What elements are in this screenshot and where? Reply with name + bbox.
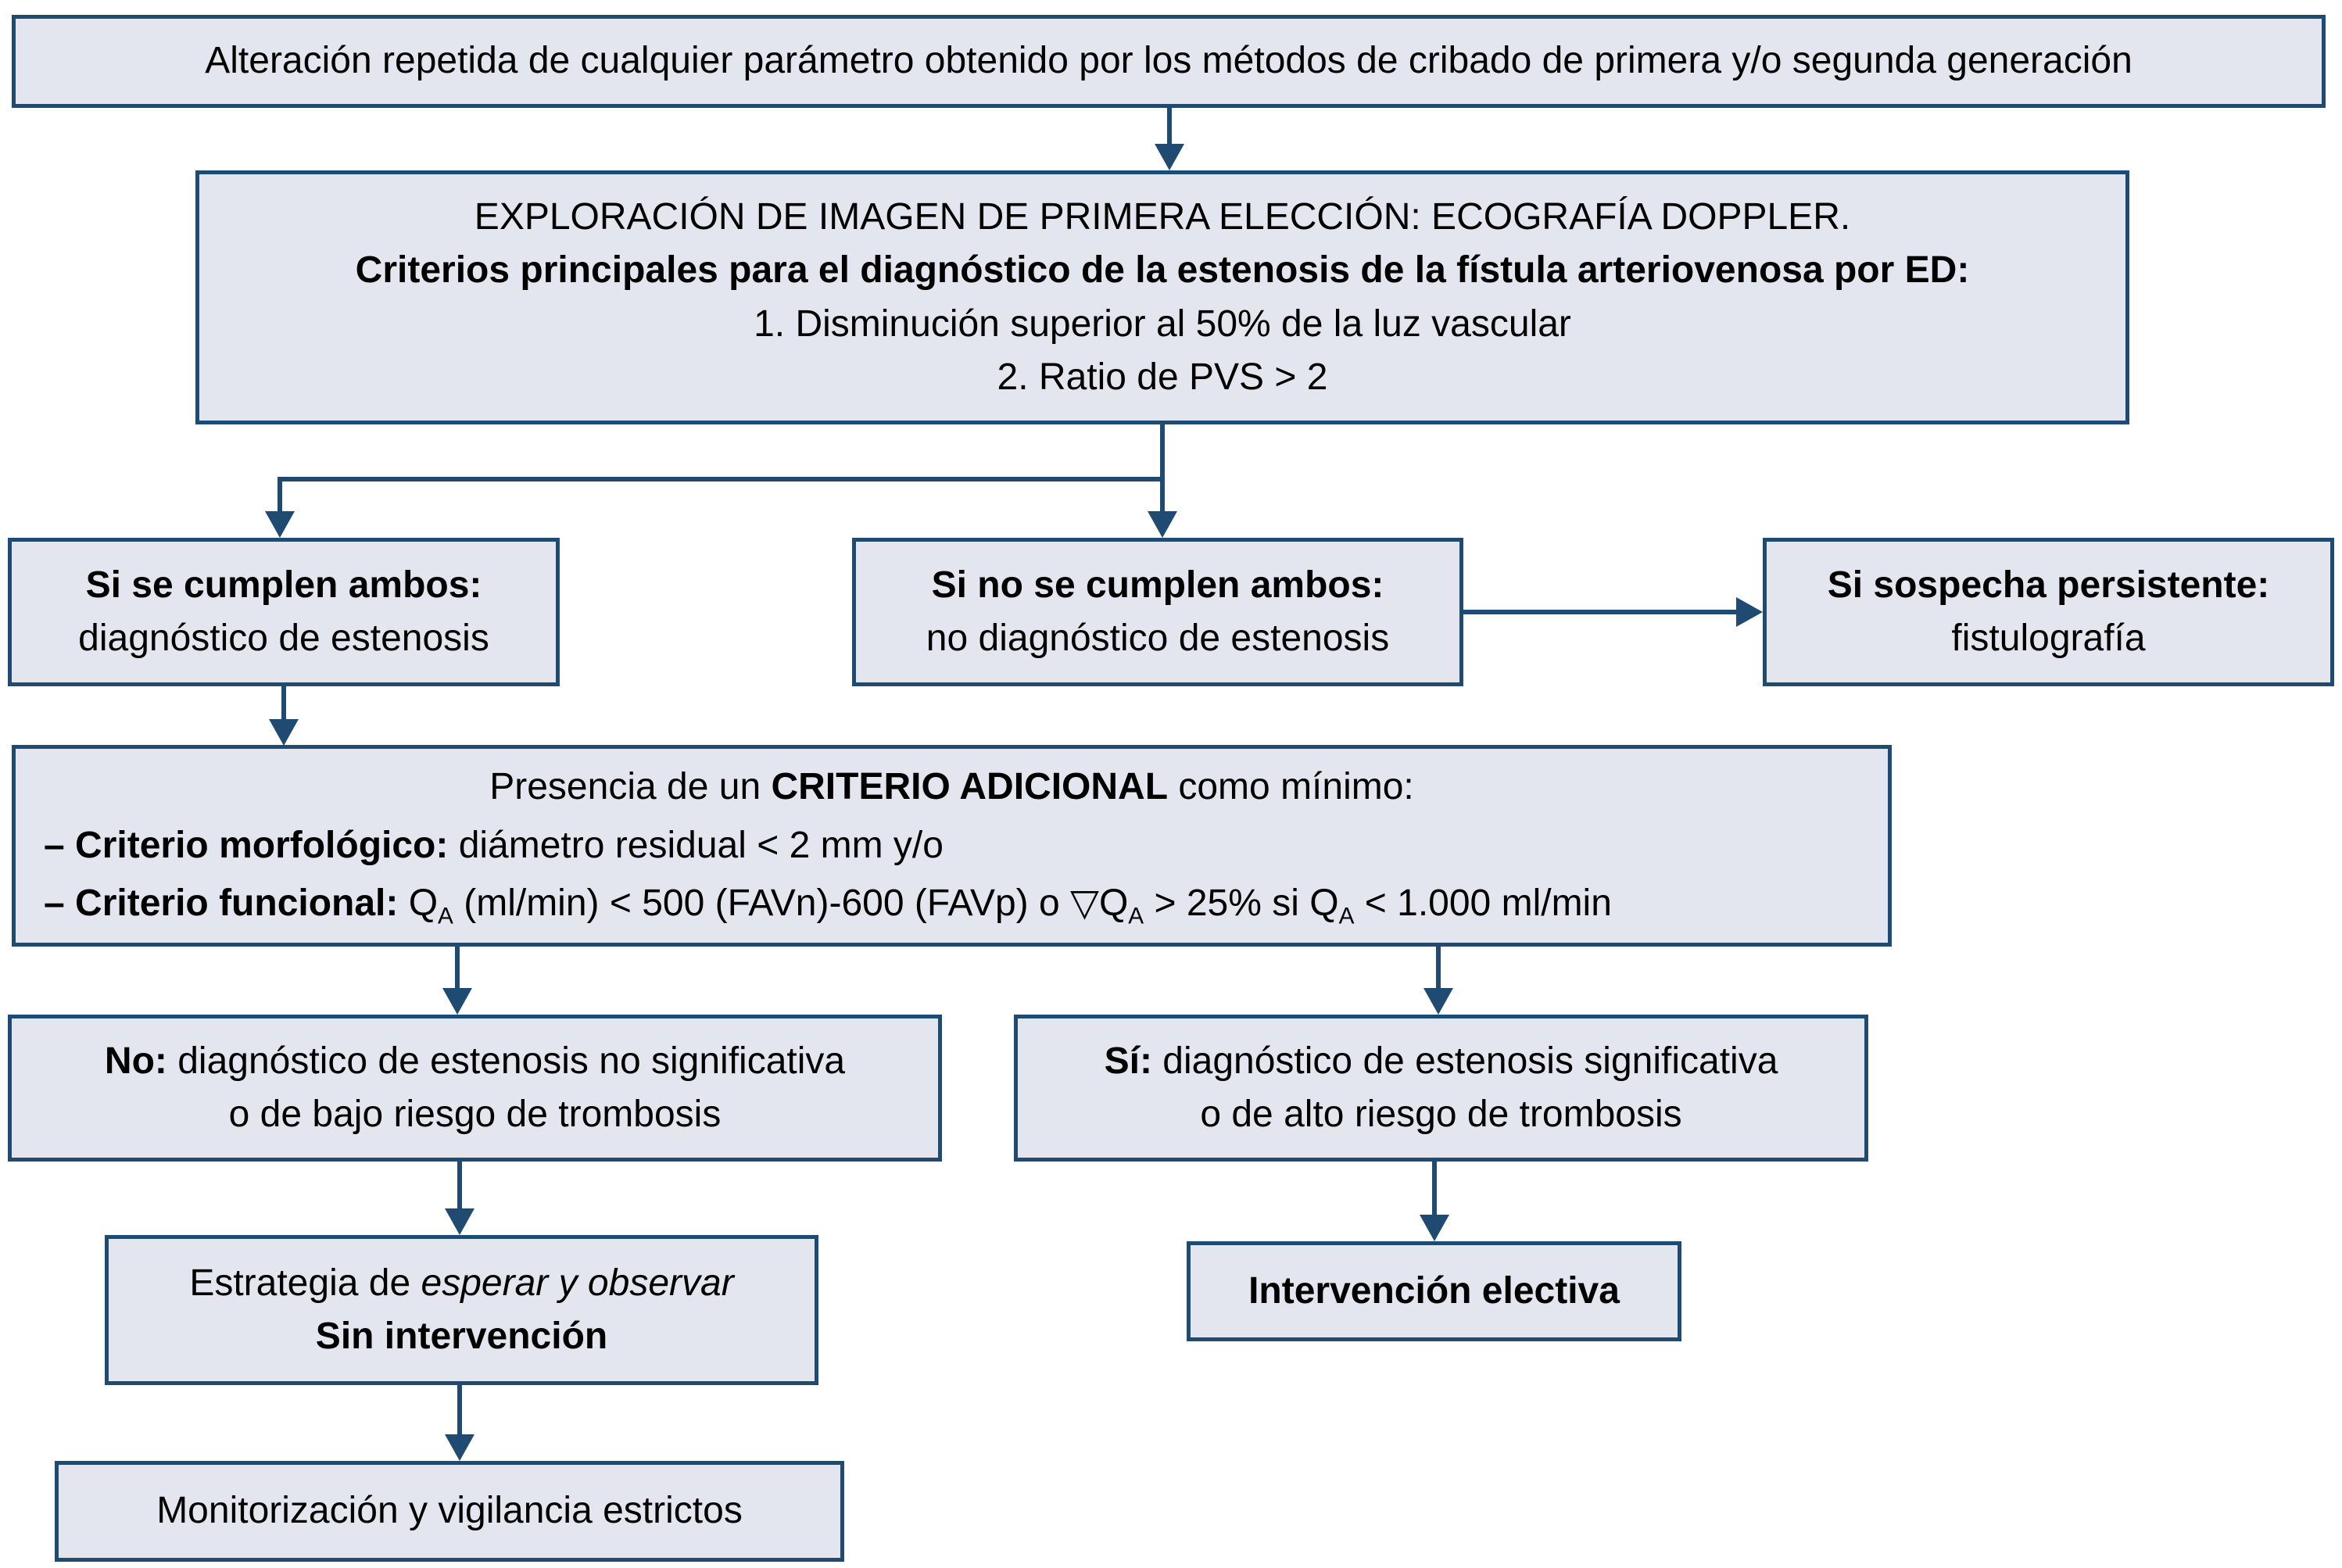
text-line: Criterios principales para el diagnóstic… — [207, 244, 2118, 297]
text-part: A — [1338, 903, 1355, 929]
box-significant-stenosis: Sí: diagnóstico de estenosis significati… — [1014, 1015, 1868, 1162]
arrow-line — [457, 1385, 462, 1436]
text-part: Sí: — [1104, 1040, 1152, 1082]
connector-horizontal — [280, 477, 1165, 481]
text-part: o de alto riesgo de trombosis — [1200, 1094, 1682, 1135]
text-part: A — [1128, 903, 1144, 929]
text-part: Sin intervención — [315, 1316, 608, 1357]
arrow-line — [281, 686, 286, 724]
text-line: EXPLORACIÓN DE IMAGEN DE PRIMERA ELECCIÓ… — [207, 191, 2118, 244]
text-part: > 25% si Q — [1144, 882, 1339, 925]
arrow-line — [1167, 108, 1172, 147]
arrow-head-icon — [445, 1208, 474, 1235]
box-screening-alteration: Alteración repetida de cualquier parámet… — [12, 15, 2326, 108]
text-part: diagnóstico de estenosis significativa — [1151, 1040, 1778, 1082]
text-part: Si no se cumplen ambos: — [931, 564, 1384, 606]
text-part: A — [438, 903, 453, 929]
arrow-head-icon — [1423, 988, 1453, 1015]
box-additional-criteria: Presencia de un CRITERIO ADICIONAL como … — [12, 745, 1892, 947]
arrow-head-icon — [1420, 1215, 1449, 1241]
text-part: 2. Ratio de PVS > 2 — [997, 356, 1328, 398]
text-part: No: — [104, 1040, 167, 1082]
box-no-significant-stenosis: No: diagnóstico de estenosis no signific… — [8, 1015, 942, 1162]
text-part: Criterios principales para el diagnóstic… — [355, 249, 1970, 292]
text-line: 1. Disminución superior al 50% de la luz… — [207, 298, 2118, 351]
text-part: diagnóstico de estenosis — [78, 618, 489, 659]
arrow-line — [1432, 1162, 1437, 1218]
text-part: o de bajo riesgo de trombosis — [228, 1094, 722, 1135]
text-line: Sin intervención — [116, 1310, 807, 1363]
text-part: Q — [398, 882, 439, 925]
text-line: – Criterio morfológico: diámetro residua… — [44, 817, 1860, 875]
arrow-head-icon — [1155, 144, 1184, 170]
box-persistent-suspicion: Si sospecha persistente: fistulografía — [1763, 538, 2334, 686]
text-part: fistulografía — [1951, 618, 2146, 659]
connector-stub — [1160, 424, 1165, 481]
text-line: diagnóstico de estenosis — [20, 612, 548, 665]
arrow-head-icon — [265, 511, 295, 538]
text-part: diagnóstico de estenosis no significativ… — [167, 1040, 846, 1082]
arrow-head-icon — [269, 719, 299, 746]
arrow-line — [278, 477, 282, 514]
text-line: – Criterio funcional: QA (ml/min) < 500 … — [44, 875, 1860, 933]
text-part: 1. Disminución superior al 50% de la luz… — [754, 303, 1571, 345]
arrow-head-icon — [1148, 511, 1177, 538]
text-line: o de alto riesgo de trombosis — [1026, 1088, 1857, 1141]
arrow-line — [455, 947, 460, 992]
text-line: Monitorización y vigilancia estrictos — [66, 1484, 833, 1538]
text-part: (ml/min) < 500 (FAVn)-600 (FAVp) o ▽Q — [453, 882, 1129, 925]
text-part: CRITERIO ADICIONAL — [771, 766, 1169, 808]
text-line: 2. Ratio de PVS > 2 — [207, 351, 2118, 404]
text-part: esperar y observar — [421, 1262, 734, 1304]
text-line: fistulografía — [1774, 612, 2322, 665]
text-line: Intervención electiva — [1198, 1265, 1670, 1318]
text-part: – Criterio morfológico: — [44, 824, 449, 866]
text-line: Presencia de un CRITERIO ADICIONAL como … — [44, 758, 1860, 816]
text-part: Estrategia de — [189, 1262, 421, 1304]
arrow-line — [1463, 610, 1738, 614]
text-line: Si se cumplen ambos: — [20, 559, 548, 612]
text-part: como mínimo: — [1168, 766, 1414, 808]
text-part: Si sospecha persistente: — [1827, 564, 2270, 606]
box-both-criteria-met: Si se cumplen ambos: diagnóstico de esten… — [8, 538, 560, 686]
text-part: Si se cumplen ambos: — [85, 564, 482, 606]
box-doppler-exploration: EXPLORACIÓN DE IMAGEN DE PRIMERA ELECCIÓ… — [195, 170, 2129, 424]
box-strict-monitoring: Monitorización y vigilancia estrictos — [55, 1461, 844, 1562]
arrow-head-icon — [445, 1434, 474, 1461]
text-line: Estrategia de esperar y observar — [116, 1257, 807, 1310]
text-part: Alteración repetida de cualquier parámet… — [205, 40, 2133, 82]
text-part: < 1.000 ml/min — [1354, 882, 1612, 925]
text-line: no diagnóstico de estenosis — [864, 612, 1452, 665]
text-part: EXPLORACIÓN DE IMAGEN DE PRIMERA ELECCIÓ… — [474, 196, 1851, 238]
arrow-line — [457, 1162, 462, 1212]
box-elective-intervention: Intervención electiva — [1187, 1241, 1681, 1341]
text-line: Si no se cumplen ambos: — [864, 559, 1452, 612]
text-part: – Criterio funcional: — [44, 882, 399, 925]
arrow-line — [1436, 947, 1441, 992]
text-part: Intervención electiva — [1248, 1269, 1620, 1312]
text-part: no diagnóstico de estenosis — [926, 618, 1390, 659]
text-line: No: diagnóstico de estenosis no signific… — [20, 1035, 930, 1088]
text-line: o de bajo riesgo de trombosis — [20, 1088, 930, 1141]
text-part: Monitorización y vigilancia estrictos — [156, 1490, 743, 1532]
text-part: Presencia de un — [489, 766, 772, 808]
arrow-head-icon — [1736, 597, 1763, 627]
text-part: diámetro residual < 2 mm y/o — [448, 824, 944, 866]
arrow-line — [1160, 477, 1165, 514]
text-line: Alteración repetida de cualquier parámet… — [23, 34, 2314, 88]
arrow-head-icon — [442, 988, 472, 1015]
text-line: Sí: diagnóstico de estenosis significati… — [1026, 1035, 1857, 1088]
text-line: Si sospecha persistente: — [1774, 559, 2322, 612]
box-criteria-not-met: Si no se cumplen ambos: no diagnóstico de… — [852, 538, 1463, 686]
